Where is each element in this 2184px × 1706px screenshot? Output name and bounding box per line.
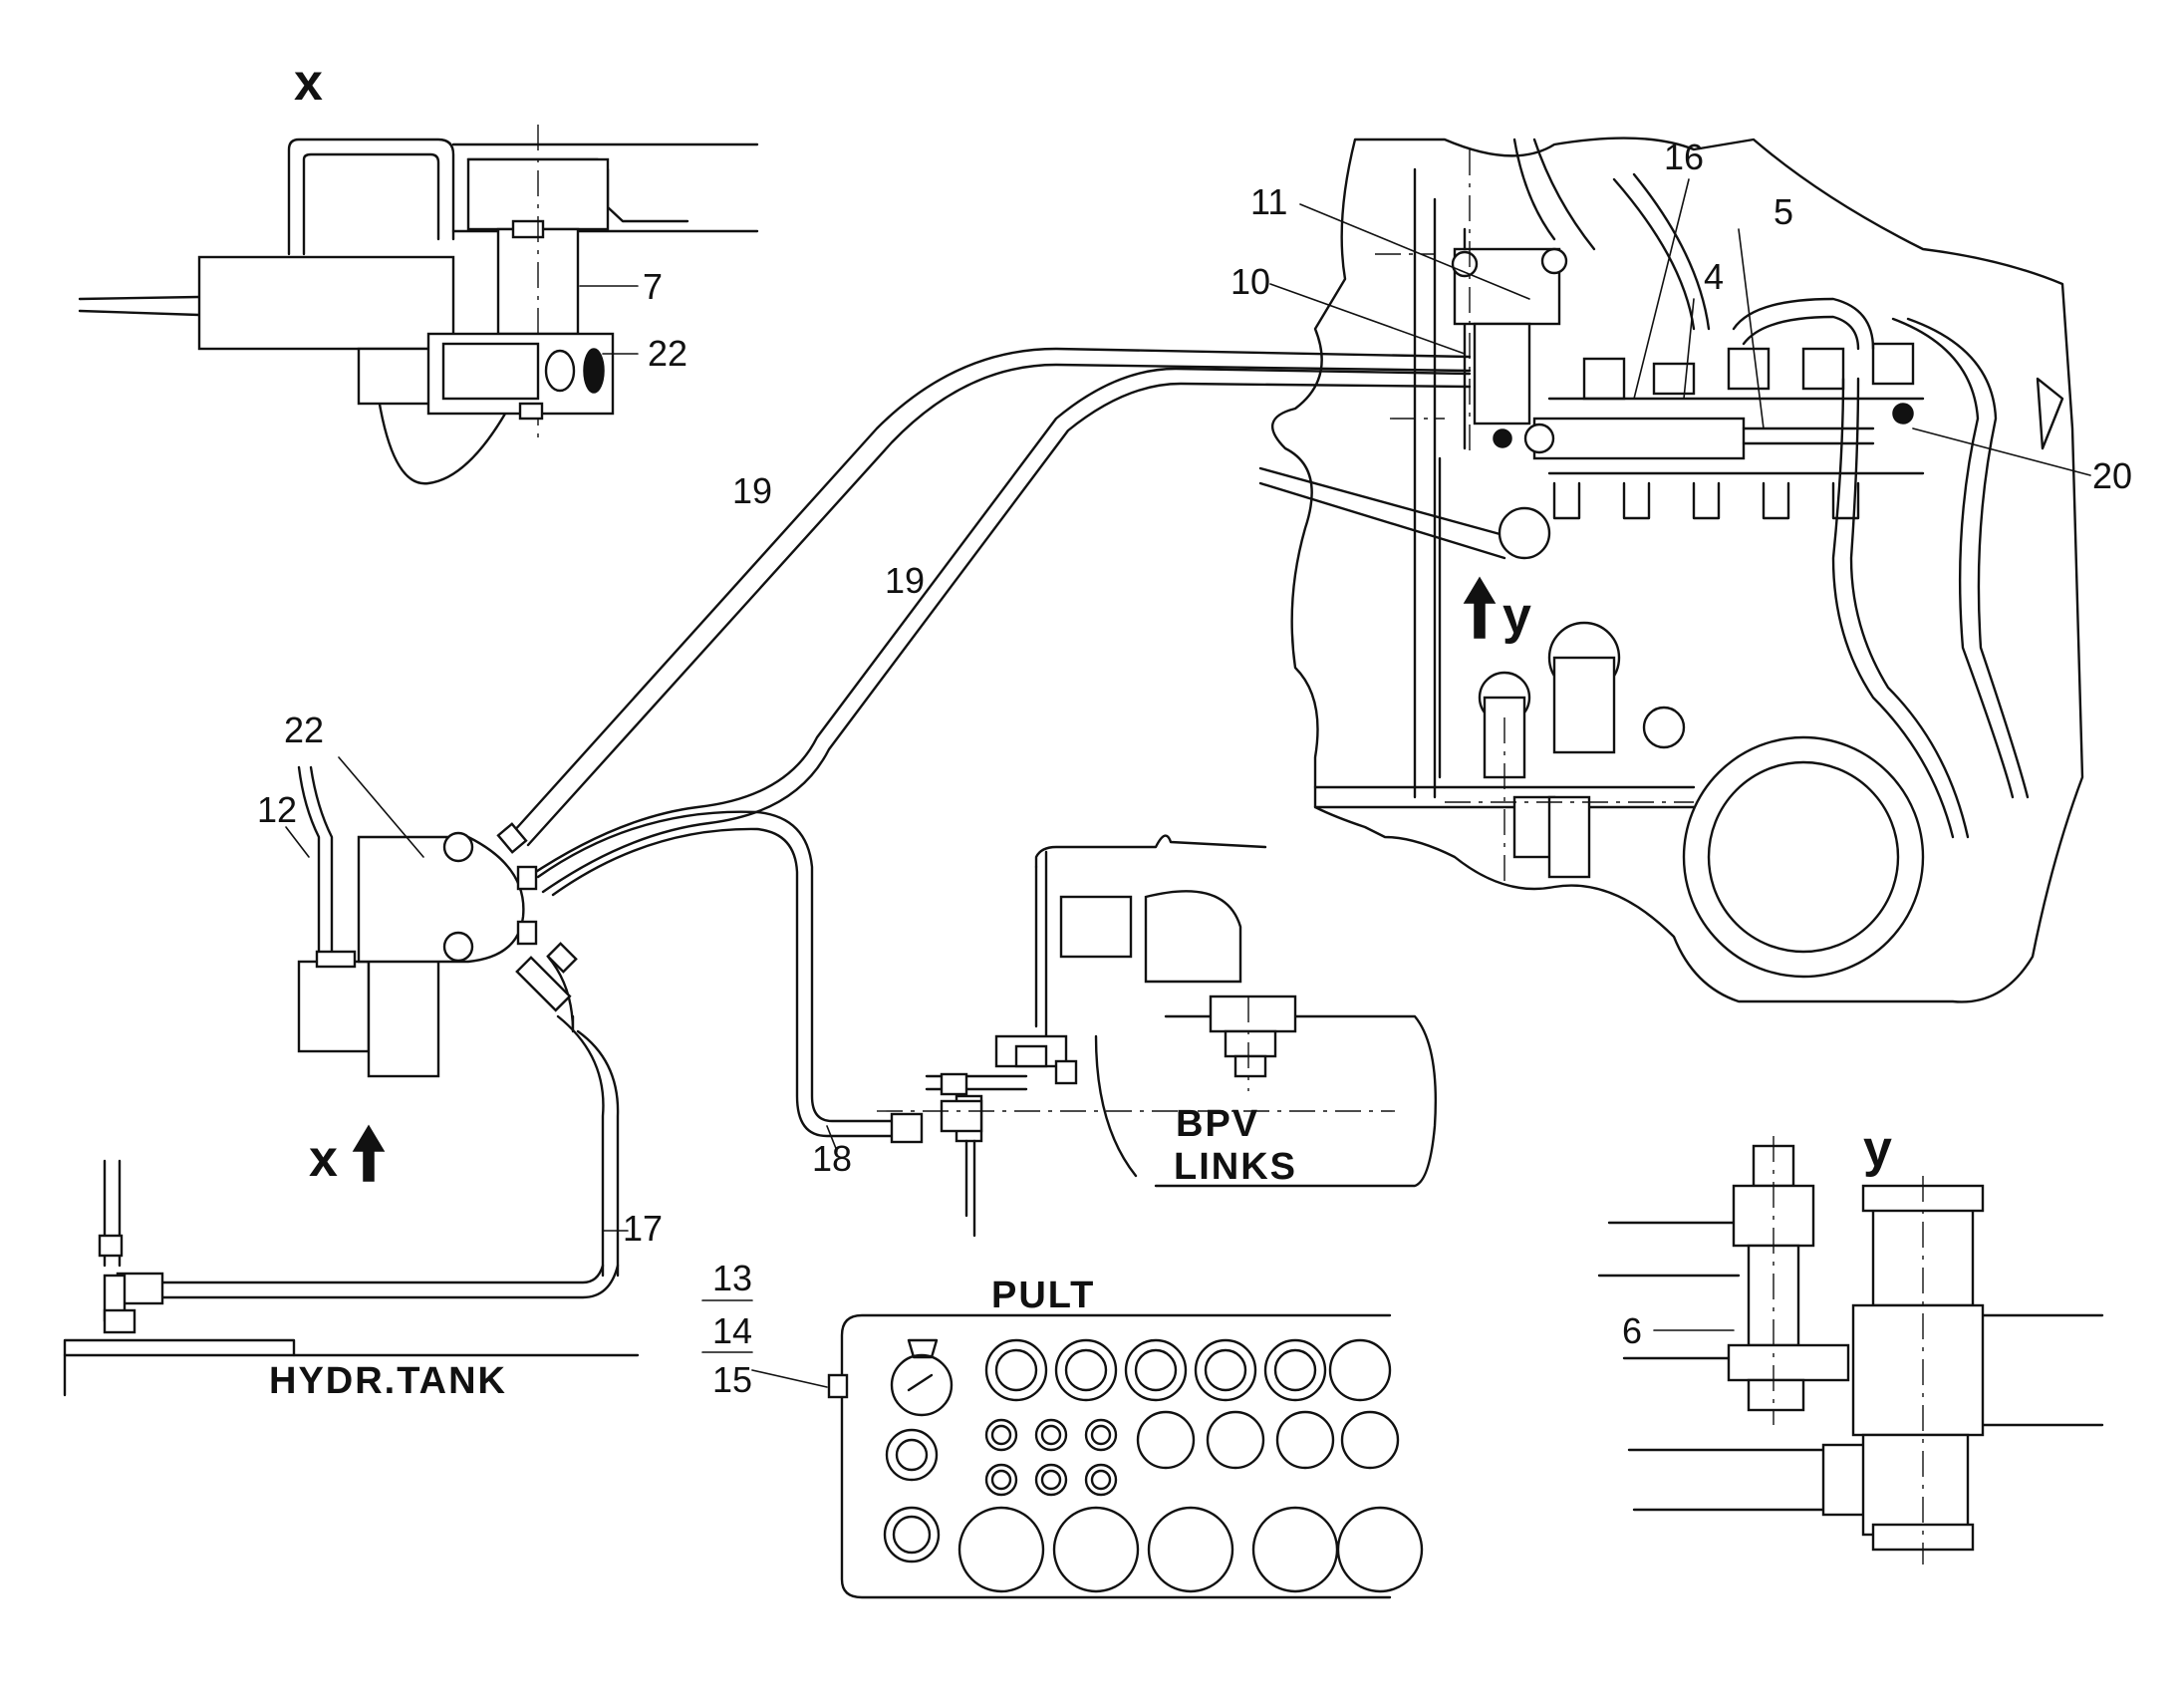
view-y-arrow-label: y [1502,587,1531,645]
pult-control-panel [827,1313,1424,1599]
view-arrow-x [352,1124,386,1182]
callout-13: 13 [712,1258,752,1298]
view-y-title: y [1863,1120,1892,1178]
hose-17 [157,955,620,1299]
callout-16: 16 [1664,137,1704,177]
callout-10: 10 [1230,261,1270,302]
detail-y-fitting [1597,1136,2104,1564]
bpv-links-assembly [877,834,1438,1238]
callout-18: 18 [812,1138,852,1179]
label-bpv: BPV [1176,1103,1259,1145]
leader-lines [285,178,2091,1388]
view-x-arrow-label: x [309,1130,338,1188]
callout-7: 7 [643,266,663,307]
callout-17: 17 [623,1208,663,1249]
callout-19-b: 19 [885,560,925,601]
callout-6: 6 [1622,1310,1642,1351]
label-links: LINKS [1174,1146,1297,1188]
callout-11: 11 [1250,181,1287,222]
valve-block-22 [297,765,578,1078]
callout-15: 15 [712,1359,752,1400]
engine-pump-detail [1258,137,2084,1003]
callout-22-mid: 22 [284,710,324,750]
hydraulic-tank [63,1159,640,1397]
hose-18 [536,810,924,1144]
label-hydr-tank: HYDR.TANK [269,1360,507,1402]
view-x-title: x [294,54,323,112]
hoses-19 [511,347,1472,894]
detail-x-valve-mount [78,125,759,485]
callout-19-a: 19 [732,470,772,511]
callout-12: 12 [257,789,297,830]
callout-14: 14 [712,1310,752,1351]
view-arrow-y [1463,576,1497,639]
callout-22-top: 22 [648,333,687,374]
label-pult: PULT [991,1275,1095,1316]
callout-5: 5 [1774,191,1793,232]
callout-4: 4 [1704,256,1724,297]
callout-20: 20 [2092,455,2132,496]
